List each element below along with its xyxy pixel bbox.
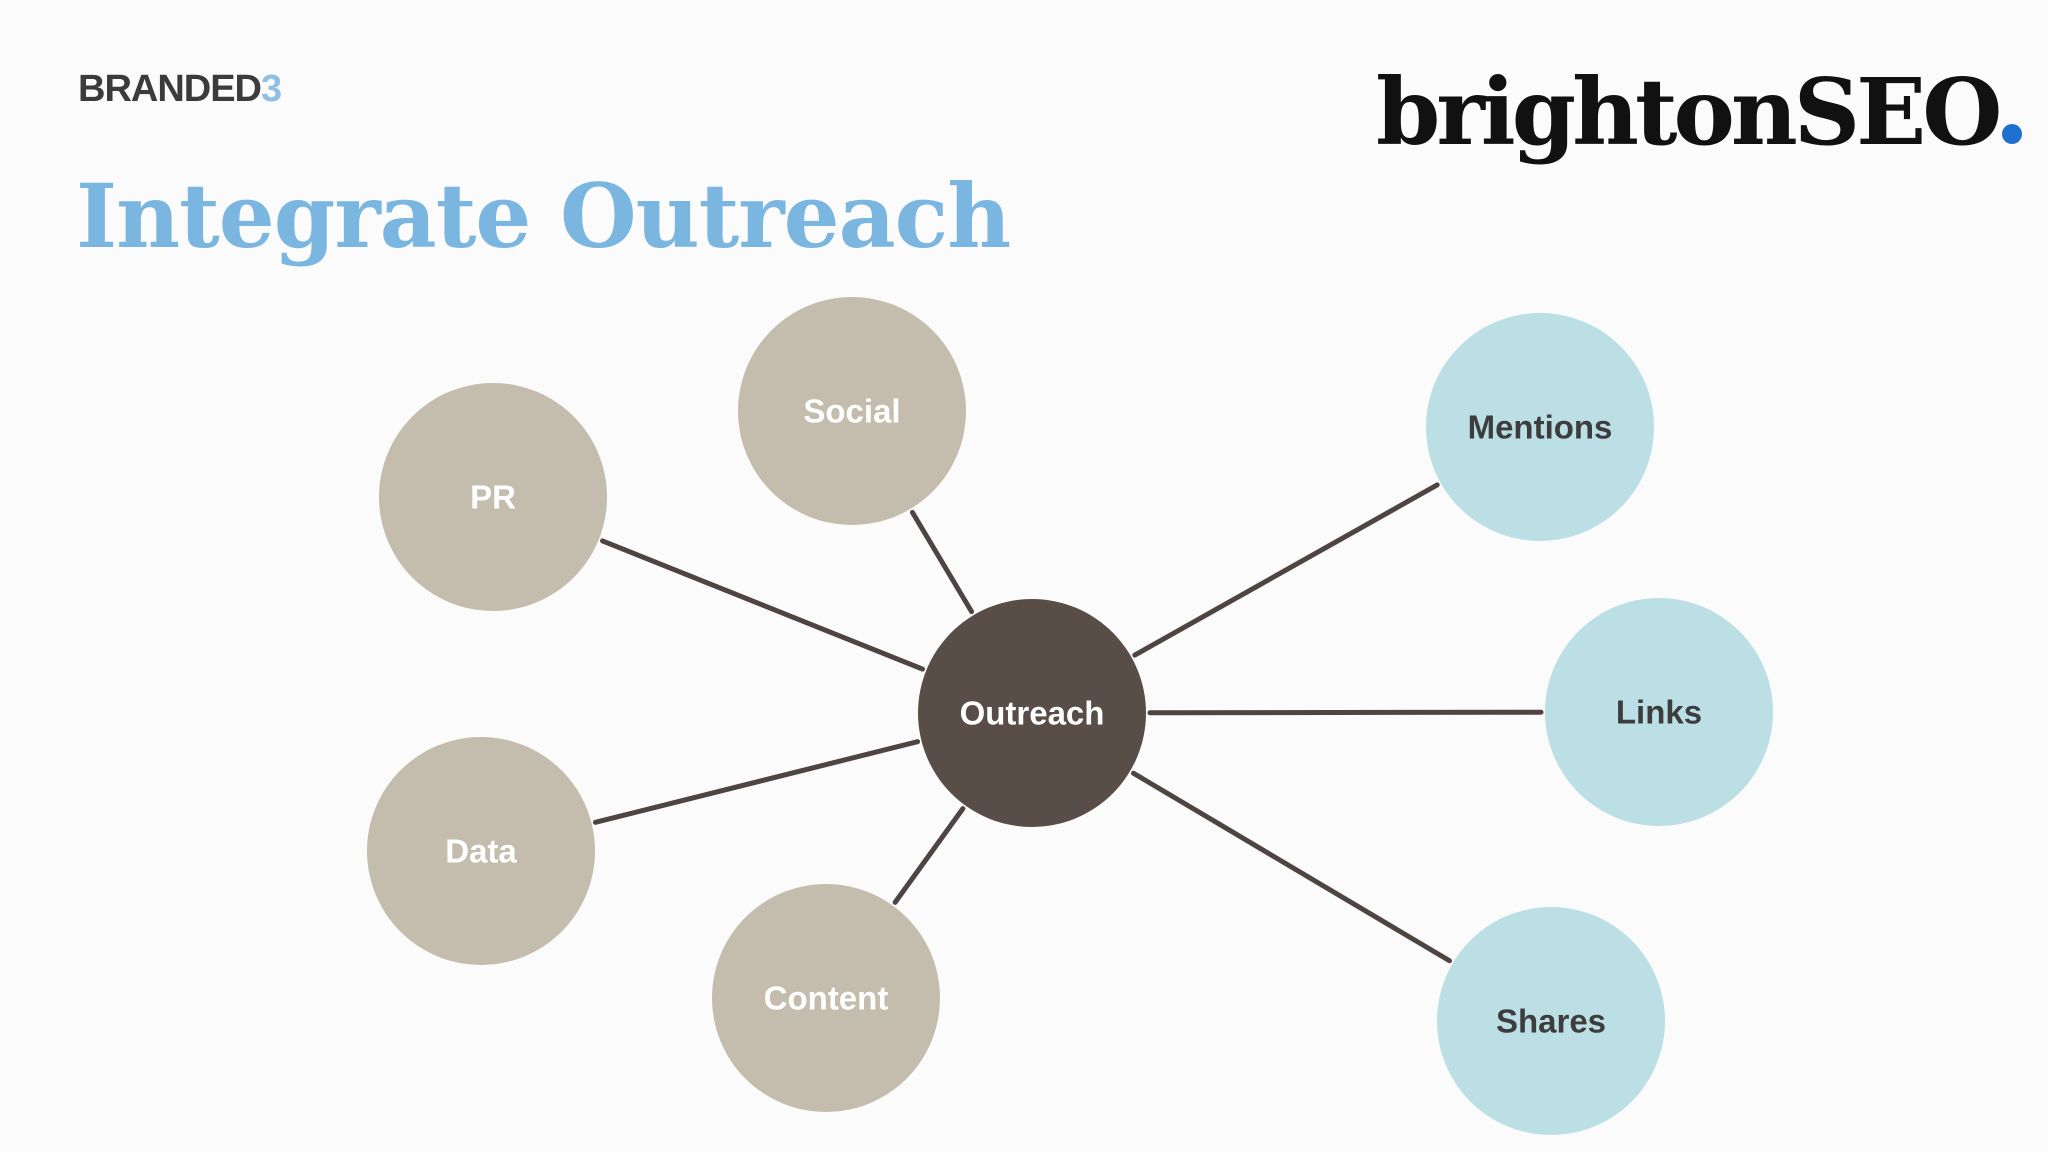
node-outreach-label: Outreach: [960, 695, 1105, 732]
connector-pr: [600, 538, 925, 672]
branded3-logo: BRANDED3: [78, 68, 282, 110]
node-pr-circle: [379, 383, 607, 611]
connector-data: [592, 739, 921, 825]
brightonseo-logo-text: brightonSEO: [1376, 58, 2002, 166]
node-links-circle: [1545, 598, 1773, 826]
brightonseo-logo: brightonSEO: [1376, 66, 2023, 158]
node-social-circle: [738, 297, 966, 525]
connector-content: [892, 806, 966, 905]
connector-shares: [1130, 770, 1453, 964]
node-social-label: Social: [803, 393, 900, 430]
node-mentions-label: Mentions: [1468, 409, 1613, 446]
branded3-logo-main: BRANDED: [78, 68, 262, 110]
node-outreach-circle: [918, 599, 1146, 827]
node-links-label: Links: [1616, 694, 1702, 731]
node-data: Data: [367, 737, 595, 965]
node-social: Social: [738, 297, 966, 525]
brightonseo-logo-dot: [2002, 124, 2023, 144]
connector-social: [909, 509, 975, 615]
node-content: Content: [712, 884, 940, 1112]
node-outreach: Outreach: [918, 599, 1146, 827]
node-data-label: Data: [445, 833, 517, 870]
node-content-circle: [712, 884, 940, 1112]
branded3-logo-accent: 3: [261, 68, 282, 110]
node-mentions-circle: [1426, 313, 1654, 541]
node-mentions: Mentions: [1426, 313, 1654, 541]
page-title: Integrate Outreach: [76, 164, 1011, 268]
node-pr: PR: [379, 383, 607, 611]
node-shares-circle: [1437, 907, 1665, 1135]
node-data-circle: [367, 737, 595, 965]
node-content-label: Content: [764, 980, 889, 1017]
diagram-connectors: [592, 482, 1544, 964]
node-links: Links: [1545, 598, 1773, 826]
connector-links: [1147, 709, 1544, 716]
node-shares: Shares: [1437, 907, 1665, 1135]
node-shares-label: Shares: [1496, 1003, 1606, 1040]
connector-mentions: [1132, 482, 1440, 658]
node-pr-label: PR: [470, 479, 516, 516]
